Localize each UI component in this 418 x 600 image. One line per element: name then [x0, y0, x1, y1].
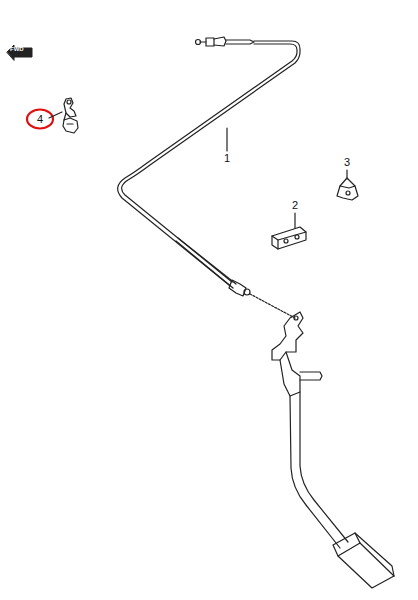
- callout-number: 2: [292, 199, 298, 211]
- leader-line: [49, 112, 62, 118]
- cable-clip: [63, 98, 78, 133]
- cable-grommet: [337, 178, 358, 200]
- callout-number: 1: [224, 152, 230, 164]
- accelerator-pedal: [272, 312, 394, 588]
- highlight-circle: [27, 110, 53, 129]
- callout-number: 4: [37, 113, 43, 125]
- callout-number: 3: [344, 156, 350, 168]
- accelerator-cable: [118, 37, 300, 318]
- forward-arrow-icon: [7, 45, 32, 60]
- leader-line: [226, 128, 227, 151]
- leader-line: [346, 170, 347, 179]
- forward-label: FWD: [10, 46, 24, 53]
- cable-bracket: [272, 227, 306, 249]
- leader-line: [294, 213, 295, 228]
